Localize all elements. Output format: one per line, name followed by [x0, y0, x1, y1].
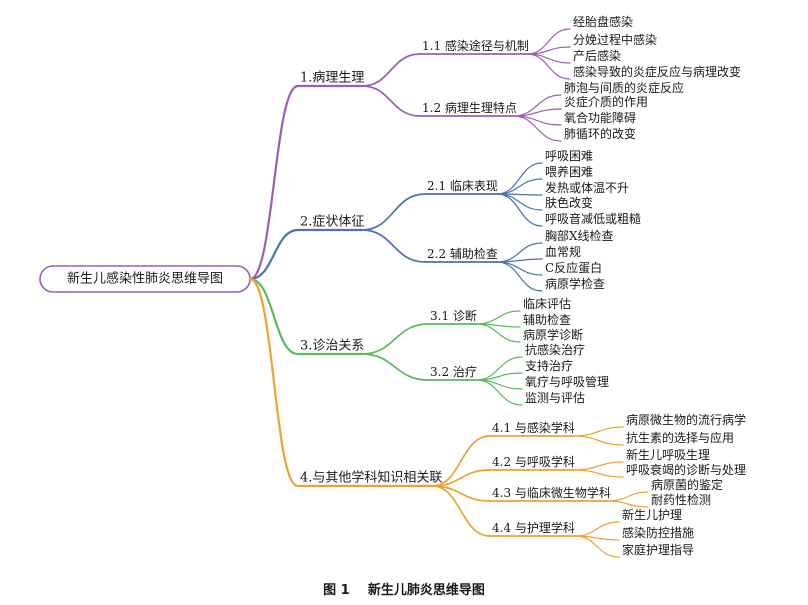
branch-connector-4	[248, 277, 300, 488]
branch-label-2: 2.症状体征	[300, 215, 364, 230]
leaf-label-3-2-1: 抗感染治疗	[525, 342, 585, 357]
leaf-connector-4-3-1	[607, 491, 649, 502]
sub-label-4-4: 4.4 与护理学科	[492, 520, 575, 535]
branch-label-4: 4.与其他学科知识相关联	[300, 470, 442, 486]
leaf-label-3-1-3: 病原学诊断	[523, 327, 583, 342]
sub-connector-1-1	[361, 53, 421, 87]
leaf-label-2-1-1: 呼吸困难	[545, 149, 593, 163]
leaf-label-1-1-2: 分娩过程中感染	[573, 32, 657, 47]
leaf-label-3-2-4: 监测与评估	[525, 391, 585, 405]
leaf-label-4-1-1: 病原微生物的流行病学	[626, 412, 746, 427]
sub-connector-3-2	[361, 353, 429, 381]
sub-connector-4-4	[431, 485, 491, 537]
leaf-connector-1-1-4	[526, 53, 571, 80]
leaf-connector-2-1-1	[496, 162, 543, 195]
leaf-label-1-2-4: 肺循环的改变	[564, 126, 636, 141]
leaf-label-1-1-1: 经胎盘感染	[573, 14, 633, 29]
leaf-connector-3-1-3	[475, 323, 521, 343]
leaf-label-2-1-5: 呼吸音减低或粗糙	[545, 211, 641, 226]
leaf-connector-2-1-5	[496, 193, 543, 227]
leaf-label-2-2-4: 病原学检查	[545, 276, 605, 291]
leaf-label-4-1-2: 抗生素的选择与应用	[626, 430, 734, 445]
branch-connector-3	[248, 277, 300, 356]
leaf-connector-4-3-2	[607, 500, 649, 508]
leaf-label-1-1-3: 产后感染	[573, 48, 621, 63]
leaf-connector-2-2-4	[496, 261, 543, 292]
leaf-connector-4-4-1	[574, 521, 620, 537]
sub-label-2-2: 2.2 辅助检查	[427, 246, 498, 261]
sub-label-3-1: 3.1 诊断	[430, 308, 477, 323]
sub-label-1-2: 1.2 病理生理特点	[422, 100, 517, 115]
branch-label-3: 3.诊治关系	[300, 339, 364, 354]
leaf-connector-4-1-2	[573, 435, 624, 446]
sub-label-4-3: 4.3 与临床微生物学科	[492, 485, 611, 500]
sub-label-2-1: 2.1 临床表现	[427, 179, 498, 193]
branch-label-1: 1.病理生理	[300, 71, 364, 86]
leaf-label-4-3-2: 耐药性检测	[651, 492, 711, 507]
leaf-label-3-2-2: 支持治疗	[525, 358, 573, 373]
leaf-label-4-4-1: 新生儿护理	[622, 507, 682, 522]
leaf-connector-3-2-4	[475, 379, 523, 406]
leaf-label-2-1-4: 肤色改变	[545, 195, 593, 210]
sub-label-1-1: 1.1 感染途径与机制	[422, 38, 529, 53]
leaf-label-2-1-2: 喂养困难	[545, 164, 593, 179]
leaf-connector-4-4-3	[574, 535, 620, 558]
leaf-connector-4-1-1	[573, 426, 624, 437]
leaf-connector-2-2-3	[496, 261, 543, 276]
leaf-label-4-3-1: 病原菌的鉴定	[651, 477, 723, 492]
leaf-connector-1-2-4	[512, 115, 562, 142]
root-node-label: 新生儿感染性肺炎思维导图	[67, 271, 223, 287]
leaf-label-4-4-3: 家庭护理指导	[622, 542, 694, 557]
leaf-label-3-1-2: 辅助检查	[523, 312, 571, 327]
leaf-label-4-4-2: 感染防控措施	[622, 525, 694, 540]
sub-connector-1-2	[361, 85, 421, 117]
leaf-label-3-2-3: 氧疗与呼吸管理	[525, 374, 609, 389]
branch-connector-2	[248, 228, 300, 281]
leaf-label-1-2-2: 炎症介质的作用	[564, 94, 648, 109]
leaf-connector-4-2-1	[573, 461, 624, 471]
leaf-label-1-1-4: 感染导致的炎症反应与病理改变	[573, 64, 741, 79]
leaf-label-1-2-1: 肺泡与间质的炎症反应	[564, 80, 684, 95]
leaf-label-2-2-2: 血常规	[545, 244, 581, 259]
leaf-label-4-2-1: 新生儿呼吸生理	[626, 447, 710, 462]
leaf-label-1-2-3: 氧合功能障碍	[564, 110, 636, 125]
sub-label-4-1: 4.1 与感染学科	[492, 420, 575, 435]
sub-connector-2-1	[361, 193, 426, 231]
leaf-connector-2-1-2	[496, 178, 543, 195]
leaf-label-2-2-1: 胸部X线检查	[545, 228, 614, 243]
sub-connector-2-2	[361, 229, 426, 263]
leaf-label-3-1-1: 临床评估	[523, 297, 571, 311]
leaf-label-2-1-3: 发热或体温不升	[545, 180, 629, 195]
leaf-connector-3-1-1	[475, 310, 521, 325]
sub-connector-3-1	[361, 323, 429, 355]
sub-label-4-2: 4.2 与呼吸学科	[492, 454, 575, 469]
leaf-label-4-2-2: 呼吸衰竭的诊断与处理	[626, 462, 746, 477]
leaf-connector-4-2-2	[573, 469, 624, 478]
figure-caption: 图 1 新生儿肺炎思维导图	[323, 583, 485, 598]
branch-connector-1	[248, 84, 300, 281]
mind-map-canvas: 新生儿感染性肺炎思维导图 1.病理生理 1.1 感染途径与机制 经胎盘感染分娩过程中感…	[39, 14, 746, 558]
sub-connector-4-1	[431, 435, 491, 487]
leaf-connector-2-1-4	[496, 193, 543, 211]
leaf-connector-2-2-2	[496, 258, 543, 263]
leaf-label-2-2-3: C反应蛋白	[545, 260, 602, 275]
sub-label-3-2: 3.2 治疗	[430, 365, 477, 379]
